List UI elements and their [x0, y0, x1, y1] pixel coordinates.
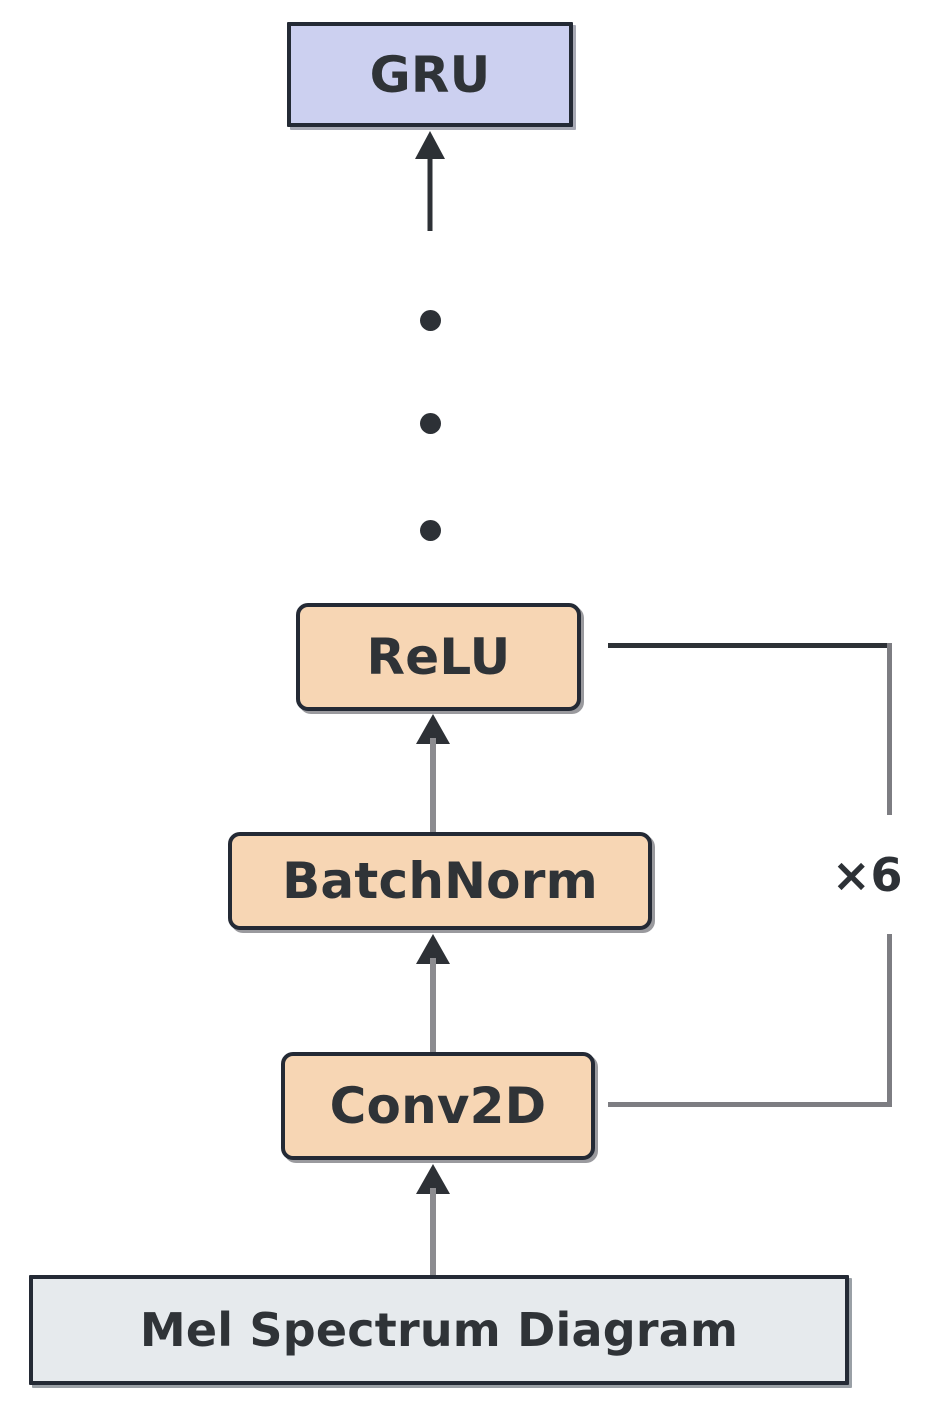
node-relu-label: ReLU: [366, 628, 511, 686]
arrow-shaft: [430, 1188, 436, 1277]
node-relu: ReLU: [296, 603, 581, 711]
arrow-to-gru: [415, 131, 445, 231]
node-gru: GRU: [287, 22, 573, 127]
arrow-shaft: [430, 738, 436, 834]
arrow-conv2d-to-batchnorm: [415, 934, 451, 1054]
repeat-bracket-bottom-line: [608, 1102, 892, 1107]
ellipsis-dot-icon: [420, 520, 441, 541]
arrow-shaft: [427, 153, 433, 231]
repeat-bracket-right-lower: [887, 934, 892, 1106]
node-gru-label: GRU: [369, 45, 491, 104]
ellipsis-dot-icon: [420, 413, 441, 434]
arrow-input-to-conv2d: [415, 1164, 451, 1277]
node-conv2d: Conv2D: [281, 1052, 595, 1160]
node-batchnorm-label: BatchNorm: [282, 852, 598, 910]
repeat-bracket-top-line: [608, 643, 892, 648]
node-batchnorm: BatchNorm: [228, 832, 652, 930]
node-mel-spectrum-diagram-label: Mel Spectrum Diagram: [139, 1303, 739, 1357]
repeat-bracket-right-upper: [887, 643, 892, 815]
arrow-batchnorm-to-relu: [415, 714, 451, 834]
arrow-shaft: [430, 958, 436, 1054]
repeat-bracket-label: ×6: [832, 848, 903, 902]
ellipsis-dot-icon: [420, 310, 441, 331]
node-conv2d-label: Conv2D: [329, 1077, 547, 1135]
node-mel-spectrum-diagram: Mel Spectrum Diagram: [29, 1275, 849, 1385]
